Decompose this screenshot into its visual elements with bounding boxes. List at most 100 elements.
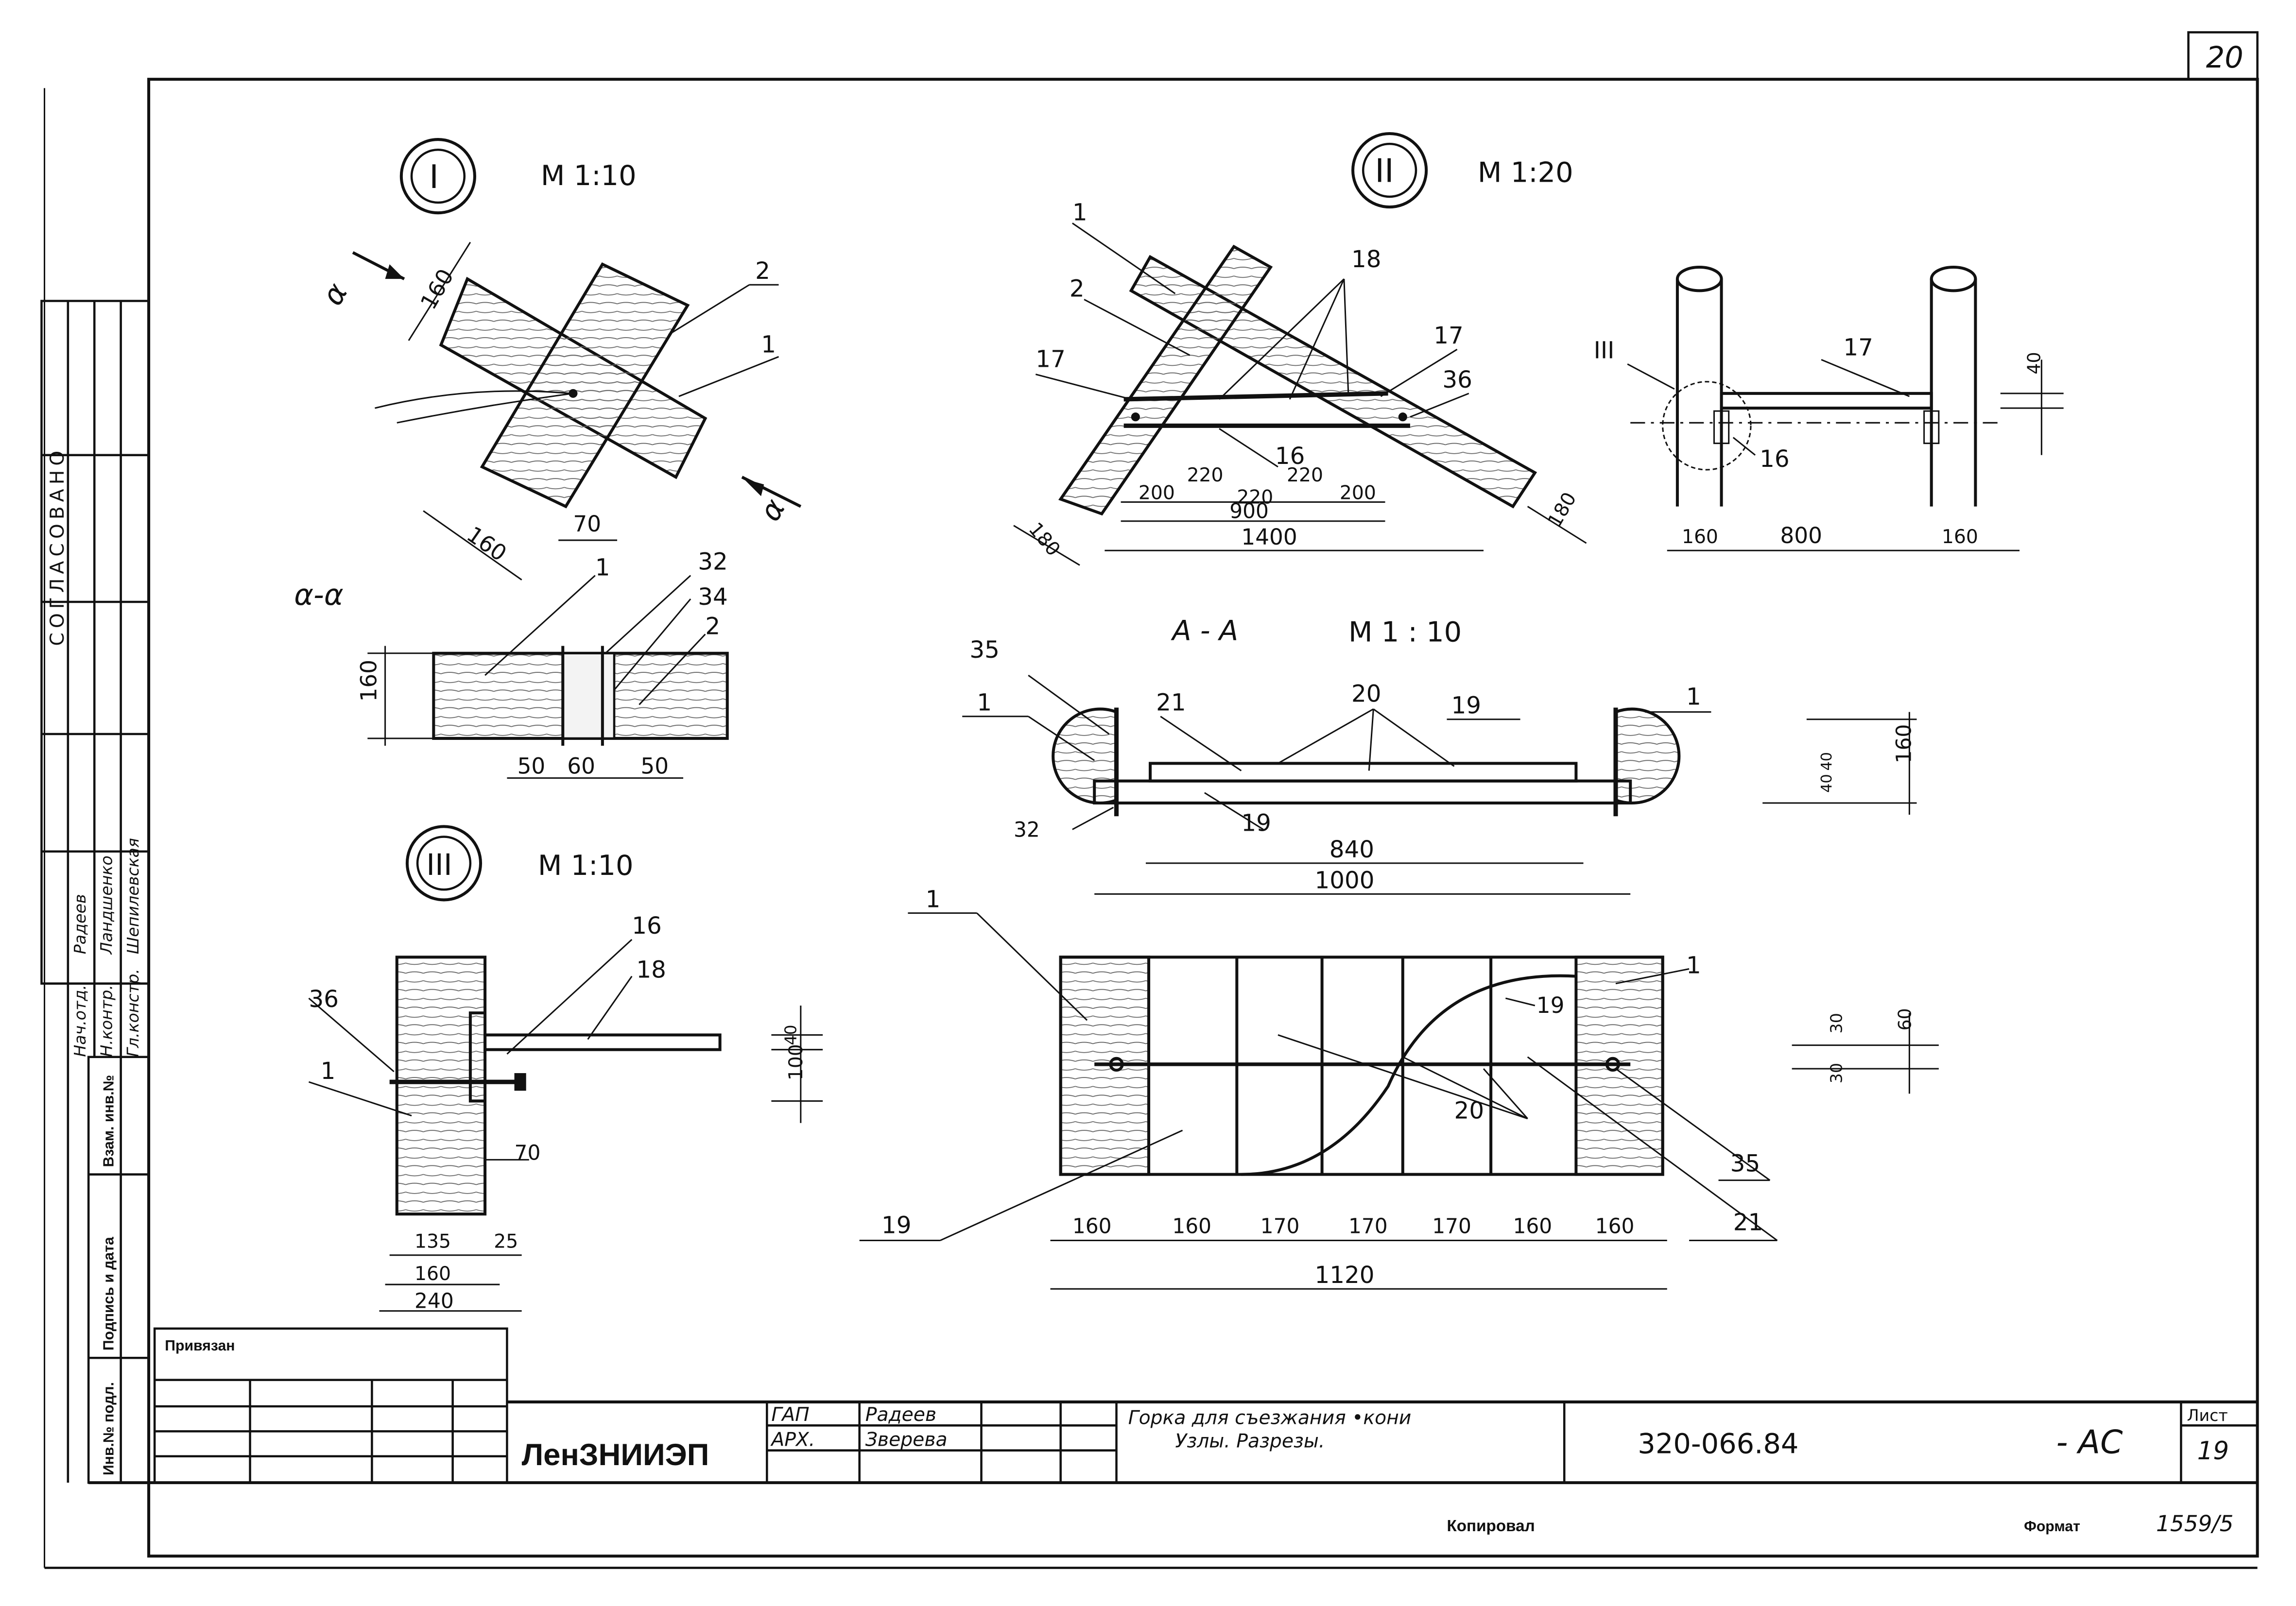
node-I: I М 1:10 2 1 α α 160 160 70 α-α bbox=[294, 138, 802, 779]
plan-pos-35: 35 bbox=[1730, 1150, 1761, 1178]
node-III-dim-135: 135 bbox=[414, 1231, 451, 1253]
section-AA-pos-1-right: 1 bbox=[1686, 683, 1701, 711]
gap-role: ГАП bbox=[771, 1404, 809, 1426]
plan-dim-1: 160 bbox=[1072, 1214, 1112, 1238]
format-label: Формат bbox=[2024, 1519, 2080, 1535]
drawing-code: 320-066.84 bbox=[1638, 1428, 1798, 1460]
node-III-mark: III bbox=[426, 848, 452, 882]
plan-dim-total: 1120 bbox=[1314, 1262, 1374, 1289]
node-I-section-pos-34: 34 bbox=[698, 583, 728, 611]
node-I-section-pos-1: 1 bbox=[595, 554, 610, 581]
plan-pos-1-left: 1 bbox=[926, 886, 941, 913]
node-II-pos-16: 16 bbox=[1275, 443, 1305, 470]
node-II-side-dim-40: 40 bbox=[2023, 352, 2044, 374]
node-II-pos-18: 18 bbox=[1351, 246, 1381, 273]
node-II-dim-220a: 220 bbox=[1187, 464, 1224, 486]
staff-name-3: Шепилевская bbox=[123, 838, 142, 954]
plan-dim-7: 160 bbox=[1595, 1214, 1635, 1238]
node-I-dim-50-left: 50 bbox=[518, 753, 546, 779]
node-II-side-dim-160-left: 160 bbox=[1682, 526, 1718, 548]
node-II-side-mark-III: III bbox=[1594, 337, 1615, 364]
node-I-dim-70: 70 bbox=[573, 511, 601, 537]
inv-no-label: Инв.№ подл. bbox=[101, 1382, 117, 1475]
node-I-dim-160-height: 160 bbox=[356, 660, 381, 702]
node-I-alpha-top: α bbox=[315, 277, 355, 311]
node-III-scale: М 1:10 bbox=[538, 849, 634, 882]
staff-role-1: Нач.отд. bbox=[70, 985, 89, 1057]
title-block-lines bbox=[88, 1327, 2258, 1485]
node-II-pos-2: 2 bbox=[1070, 275, 1085, 302]
gap-name: Радеев bbox=[865, 1404, 936, 1426]
node-III-pos-18: 18 bbox=[636, 957, 666, 984]
plan-view: 1 1 19 20 35 21 19 160 160 170 170 170 1… bbox=[859, 886, 1939, 1290]
node-III-dim-160: 160 bbox=[414, 1263, 451, 1285]
node-II-dim-900: 900 bbox=[1229, 499, 1269, 523]
section-AA-pos-19-bottom: 19 bbox=[1241, 809, 1271, 837]
replace-inv-label: Взам. инв.№ bbox=[101, 1075, 117, 1167]
node-I-section-label: α-α bbox=[294, 578, 343, 612]
node-I-pos-2: 2 bbox=[755, 257, 770, 285]
corner-page-number: 20 bbox=[2206, 41, 2244, 75]
node-II-side-dim-160-right: 160 bbox=[1942, 526, 1978, 548]
plan-side-dim-30-bottom: 30 bbox=[1827, 1063, 1846, 1083]
node-I-section-pos-2: 2 bbox=[705, 613, 720, 640]
plan-dim-3: 170 bbox=[1260, 1214, 1300, 1238]
node-II-dim-1400: 1400 bbox=[1241, 524, 1297, 550]
node-II-pos-1: 1 bbox=[1072, 199, 1088, 226]
section-AA-pos-35: 35 bbox=[969, 636, 1000, 664]
arch-role: АРХ. bbox=[770, 1429, 815, 1451]
node-II-side-pos-16: 16 bbox=[1760, 445, 1790, 473]
plan-dim-5: 170 bbox=[1432, 1214, 1471, 1238]
node-I-dim-160-bottom: 160 bbox=[462, 521, 511, 566]
section-AA-title: А - А bbox=[1170, 615, 1238, 647]
plan-side-dim-30-top: 30 bbox=[1827, 1013, 1846, 1033]
copied-label: Копировал bbox=[1447, 1517, 1535, 1535]
plan-pos-21: 21 bbox=[1733, 1209, 1763, 1236]
staff-name-2: Ландшенко bbox=[97, 855, 116, 955]
node-III-dim-40: 40 bbox=[781, 1025, 800, 1045]
agreed-label: СОГЛАСОВАНО bbox=[47, 446, 69, 646]
node-II-side-pos-17: 17 bbox=[1843, 334, 1873, 361]
staff-role-2: Н.контр. bbox=[97, 985, 116, 1057]
plan-pos-20: 20 bbox=[1454, 1097, 1485, 1125]
node-III-pos-16: 16 bbox=[632, 912, 662, 940]
sign-date-label: Подпись и дата bbox=[101, 1237, 117, 1350]
section-AA-dim-40-a: 40 bbox=[1818, 774, 1835, 792]
staff-name-1: Радеев bbox=[70, 894, 89, 954]
node-III-pos-36: 36 bbox=[309, 986, 339, 1013]
section-AA-pos-20: 20 bbox=[1351, 680, 1381, 707]
plan-dim-2: 160 bbox=[1172, 1214, 1211, 1238]
section-AA-pos-21: 21 bbox=[1156, 689, 1186, 717]
node-I-scale: М 1:10 bbox=[541, 159, 637, 192]
node-II-pos-36: 36 bbox=[1442, 366, 1472, 393]
drawing-suffix: - АС bbox=[2056, 1423, 2123, 1461]
section-AA-pos-1-left: 1 bbox=[977, 689, 992, 717]
node-III-dim-70: 70 bbox=[515, 1141, 541, 1164]
node-I-mark: I bbox=[429, 158, 439, 196]
plan-dim-4: 170 bbox=[1348, 1214, 1388, 1238]
plan-pos-19-top: 19 bbox=[1536, 992, 1565, 1018]
organization-name: ЛенЗНИИЭП bbox=[522, 1438, 709, 1472]
node-II-dim-200b: 200 bbox=[1340, 482, 1376, 504]
node-II-dim-220c: 220 bbox=[1287, 464, 1323, 486]
plan-pos-19-bottom: 19 bbox=[881, 1212, 912, 1239]
node-III-pos-1: 1 bbox=[321, 1058, 336, 1085]
section-AA-dim-840: 840 bbox=[1329, 836, 1374, 863]
side-strip bbox=[40, 300, 150, 1484]
sheet-label: Лист bbox=[2187, 1406, 2228, 1425]
node-II-mark: II bbox=[1375, 152, 1394, 190]
section-AA-dim-40-b: 40 bbox=[1818, 752, 1835, 770]
sheet-number: 19 bbox=[2197, 1436, 2229, 1466]
node-III: III М 1:10 36 16 18 1 70 100 40 135 25 1… bbox=[308, 825, 823, 1313]
node-II-pos-17-right: 17 bbox=[1433, 322, 1464, 349]
staff-role-3: Гл.констр. bbox=[123, 969, 142, 1057]
node-I-section-pos-32: 32 bbox=[698, 548, 728, 576]
format-value: 1559/5 bbox=[2156, 1511, 2233, 1537]
node-II-side: III 17 16 40 160 800 160 bbox=[1594, 265, 2064, 551]
plan-side-dim-60: 60 bbox=[1894, 1008, 1915, 1030]
drawing-title-line2: Узлы. Разрезы. bbox=[1175, 1431, 1325, 1452]
node-I-pos-1: 1 bbox=[761, 331, 776, 358]
node-II-dim-200a: 200 bbox=[1139, 482, 1175, 504]
node-II: II М 1:20 1 2 17 18 17 36 16 200 220 220… bbox=[1013, 132, 1587, 566]
